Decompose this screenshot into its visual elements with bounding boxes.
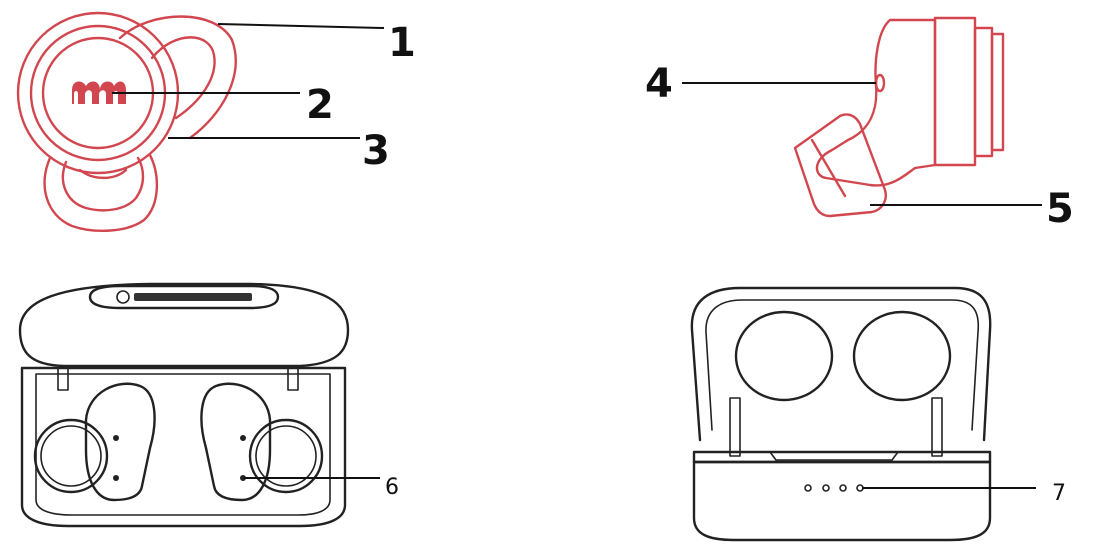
hinge-left [57, 367, 69, 391]
right-bud-contact-bottom [240, 475, 246, 481]
callout-labels: 1 2 3 4 5 6 7 [306, 20, 1074, 506]
side-cap-1 [933, 16, 977, 167]
left-bud-contact-top [113, 435, 119, 441]
earbud-front-view [16, 11, 237, 232]
open-case-rim-notch [769, 451, 899, 461]
callout-5: 5 [1046, 186, 1074, 232]
left-bud-face [33, 418, 109, 494]
open-lid-inner [705, 299, 980, 431]
open-hinge-left [729, 397, 741, 457]
side-body [815, 18, 937, 187]
case-body [20, 366, 347, 528]
monster-wordmark-logo [116, 290, 252, 304]
logo-shape [72, 81, 126, 104]
led-indicator-1 [804, 484, 812, 492]
open-lid-outer [690, 286, 992, 442]
proximity-sensor [874, 73, 886, 93]
callout-7: 7 [1052, 481, 1066, 506]
side-cap-2 [973, 26, 994, 158]
lid-cavity-right [852, 310, 952, 402]
right-bud-contact-top [240, 435, 246, 441]
callout-3: 3 [362, 128, 390, 174]
right-bud-face-inner [255, 425, 317, 487]
open-hinge-right [931, 397, 943, 457]
lid-logo-plate [88, 284, 280, 310]
case-lid [18, 282, 350, 368]
callout-6: 6 [385, 475, 399, 500]
earbud-side-view [793, 16, 1005, 218]
callout-4: 4 [645, 61, 673, 107]
case-open-view [690, 286, 992, 542]
led-indicator-2 [822, 484, 830, 492]
side-ear-tip-line [810, 138, 847, 198]
callout-1: 1 [388, 20, 416, 66]
ear-wing-inner [150, 36, 216, 120]
hinge-right [287, 367, 299, 391]
wordmark-emblem [116, 290, 130, 304]
lid-cavity-left [734, 310, 834, 402]
right-bud-stem [200, 382, 272, 502]
left-bud-stem [84, 382, 156, 502]
leader-1 [217, 23, 385, 29]
ear-wing-outer [118, 15, 237, 140]
case-closed-view [18, 282, 350, 528]
side-ear-tip [793, 113, 887, 218]
case-body-inner [35, 373, 331, 516]
open-case-body [692, 460, 992, 542]
ear-tip-inner [61, 156, 145, 212]
right-bud-face [248, 418, 324, 494]
callout-2: 2 [306, 82, 334, 128]
led-indicator-3 [839, 484, 847, 492]
side-cap-3 [990, 32, 1005, 152]
left-bud-face-inner [40, 425, 102, 487]
left-bud-contact-bottom [113, 475, 119, 481]
monster-logo-icon [72, 81, 126, 104]
ear-tip-outer [43, 153, 159, 232]
leader-lines [112, 23, 1042, 489]
wordmark-letters [134, 293, 252, 301]
